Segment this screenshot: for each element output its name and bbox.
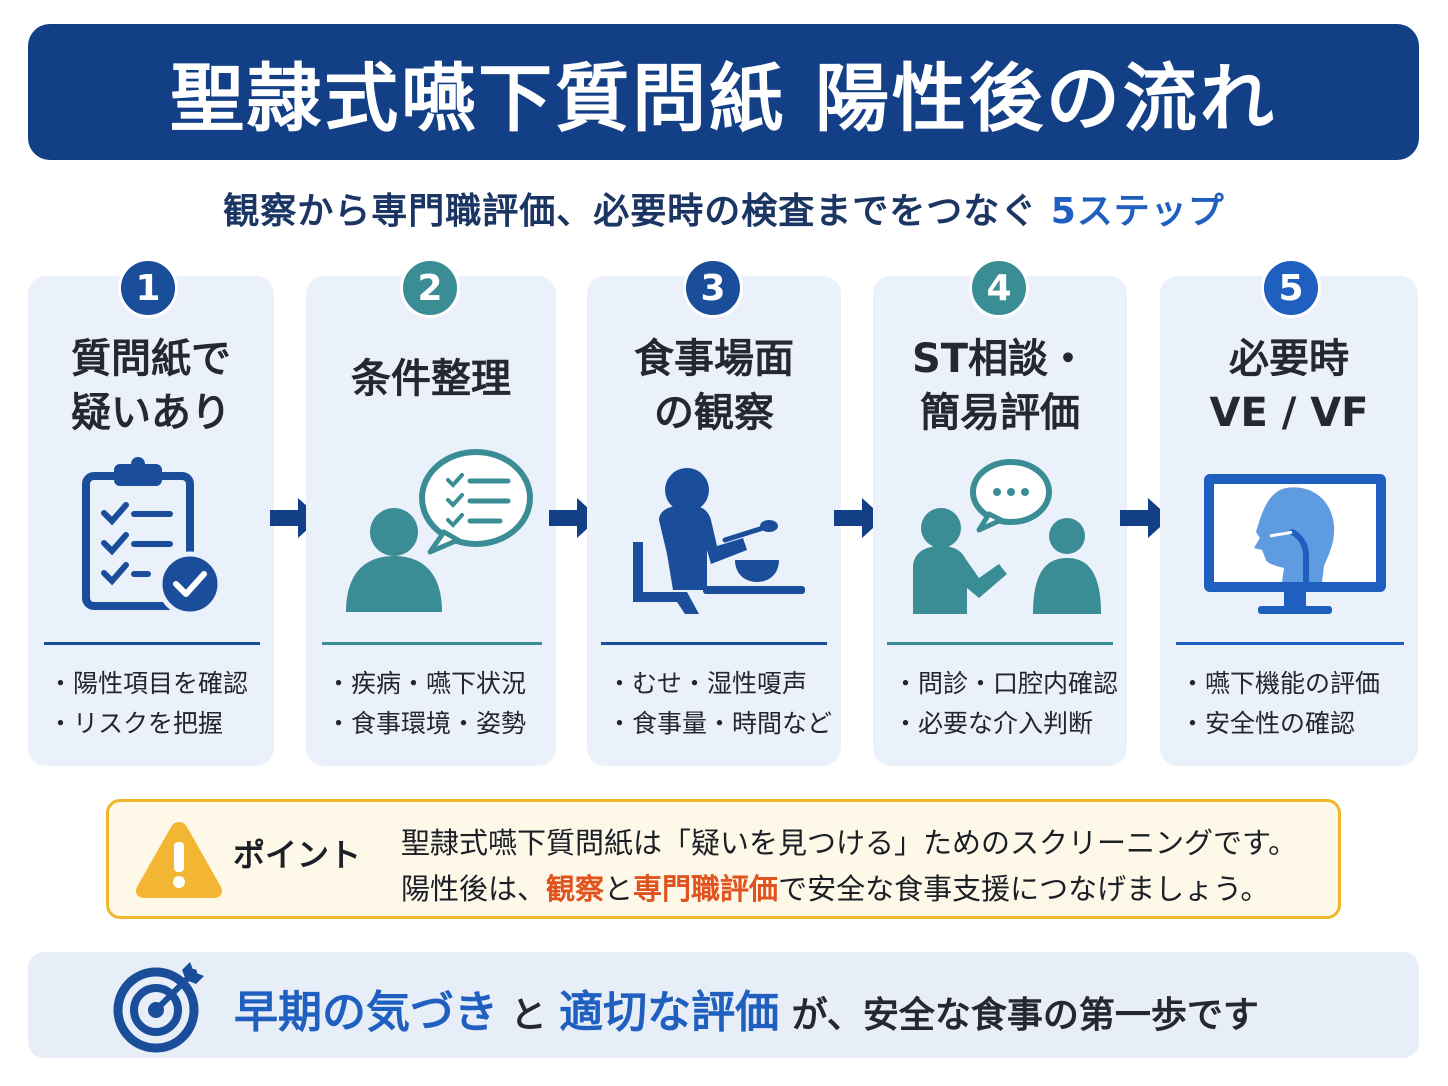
step-bullets-3: むせ・湿性嗄声 食事量・時間など [607, 664, 841, 744]
point-line-1: 聖隷式嚥下質問紙は「疑いを見つける」ためのスクリーニングです。 [401, 826, 1298, 860]
step-card-4: ST相談・ 簡易評価 問診・口腔内確認 必要な介入判断 [873, 276, 1127, 766]
step-number-2: 2 [400, 258, 460, 318]
arrow-right-icon [834, 498, 884, 538]
step-card-3: 食事場面 の観察 むせ・湿性嗄声 食事量・時間など [587, 276, 841, 766]
step-number-3: 3 [683, 258, 743, 318]
point-line-2: 陽性後は、観察と専門職評価で安全な食事支援につなげましょう。 [401, 866, 1269, 908]
point-text: 陽性後は、 [401, 872, 547, 906]
step-number-5: 5 [1261, 258, 1321, 318]
banner-appropriate-evaluation: 適切な評価 [559, 987, 780, 1038]
point-text: と [604, 872, 634, 906]
target-icon [113, 962, 204, 1053]
list-item: リスクを把握 [48, 704, 274, 744]
step-number-1: 1 [118, 258, 178, 318]
step-bullets-2: 疾病・嚥下状況 食事環境・姿勢 [326, 664, 556, 744]
step-card-1: 質問紙で 疑いあり 陽性項目を確認 リスクを把握 [28, 276, 274, 766]
banner-text: が、安全な食事の第一歩です [779, 995, 1259, 1036]
clipboard-check-icon [82, 457, 223, 616]
step-number-4: 4 [969, 258, 1029, 318]
list-item: 疾病・嚥下状況 [326, 664, 556, 704]
step-card-2: 条件整理 疾病・嚥下状況 食事環境・姿勢 [306, 276, 556, 766]
subtitle-accent: 5ステップ [1050, 191, 1225, 232]
highlight-professional-evaluation: 専門職評価 [633, 872, 779, 906]
banner-early-awareness: 早期の気づき [234, 987, 498, 1038]
highlight-observation: 観察 [546, 872, 605, 906]
point-label: ポイント [233, 836, 362, 874]
step-bullets-5: 嚥下機能の評価 安全性の確認 [1180, 664, 1418, 744]
bottom-banner: 早期の気づき と 適切な評価 が、安全な食事の第一歩です [28, 952, 1419, 1058]
arrow-right-icon [549, 498, 599, 538]
point-text: で安全な食事支援につなげましょう。 [778, 872, 1270, 906]
list-item: むせ・湿性嗄声 [607, 664, 841, 704]
list-item: 食事量・時間など [607, 704, 841, 744]
step-divider-1 [44, 642, 260, 645]
step-divider-5 [1176, 642, 1404, 645]
step-divider-3 [601, 642, 827, 645]
step-title-2: 条件整理 [351, 356, 511, 402]
list-item: 嚥下機能の評価 [1180, 664, 1418, 704]
page-title: 聖隷式嚥下質問紙 陽性後の流れ [170, 55, 1277, 142]
two-people-conversation-icon [913, 459, 1101, 614]
step-title-4: ST相談・ 簡易評価 [911, 336, 1089, 436]
list-item: 食事環境・姿勢 [326, 704, 556, 744]
banner-text: と [498, 995, 560, 1036]
person-eating-icon [633, 468, 805, 614]
step-divider-4 [887, 642, 1113, 645]
step-card-5: 必要時 VE / VF 嚥下機能の評価 安全性の確認 [1160, 276, 1418, 766]
title-bar: 聖隷式嚥下質問紙 陽性後の流れ [28, 24, 1419, 160]
step-title-1: 質問紙で 疑いあり [71, 336, 231, 436]
step-bullets-1: 陽性項目を確認 リスクを把握 [48, 664, 274, 744]
step-bullets-4: 問診・口腔内確認 必要な介入判断 [893, 664, 1127, 744]
point-callout: ポイント 聖隷式嚥下質問紙は「疑いを見つける」ためのスクリーニングです。 陽性後… [106, 799, 1341, 919]
arrow-right-icon [1120, 498, 1170, 538]
warning-icon [135, 822, 223, 898]
step-divider-2 [322, 642, 542, 645]
step-title-5: 必要時 VE / VF [1209, 336, 1369, 436]
step-title-3: 食事場面 の観察 [634, 336, 794, 436]
subtitle-main: 観察から専門職評価、必要時の検査までをつなぐ [223, 191, 1051, 232]
list-item: 陽性項目を確認 [48, 664, 274, 704]
subtitle: 観察から専門職評価、必要時の検査までをつなぐ 5ステップ [0, 182, 1448, 234]
monitor-swallow-xray-icon [1204, 474, 1386, 614]
person-checklist-bubble-icon [346, 449, 533, 612]
list-item: 必要な介入判断 [893, 704, 1127, 744]
list-item: 問診・口腔内確認 [893, 664, 1127, 704]
list-item: 安全性の確認 [1180, 704, 1418, 744]
banner-message: 早期の気づき と 適切な評価 が、安全な食事の第一歩です [234, 976, 1259, 1040]
